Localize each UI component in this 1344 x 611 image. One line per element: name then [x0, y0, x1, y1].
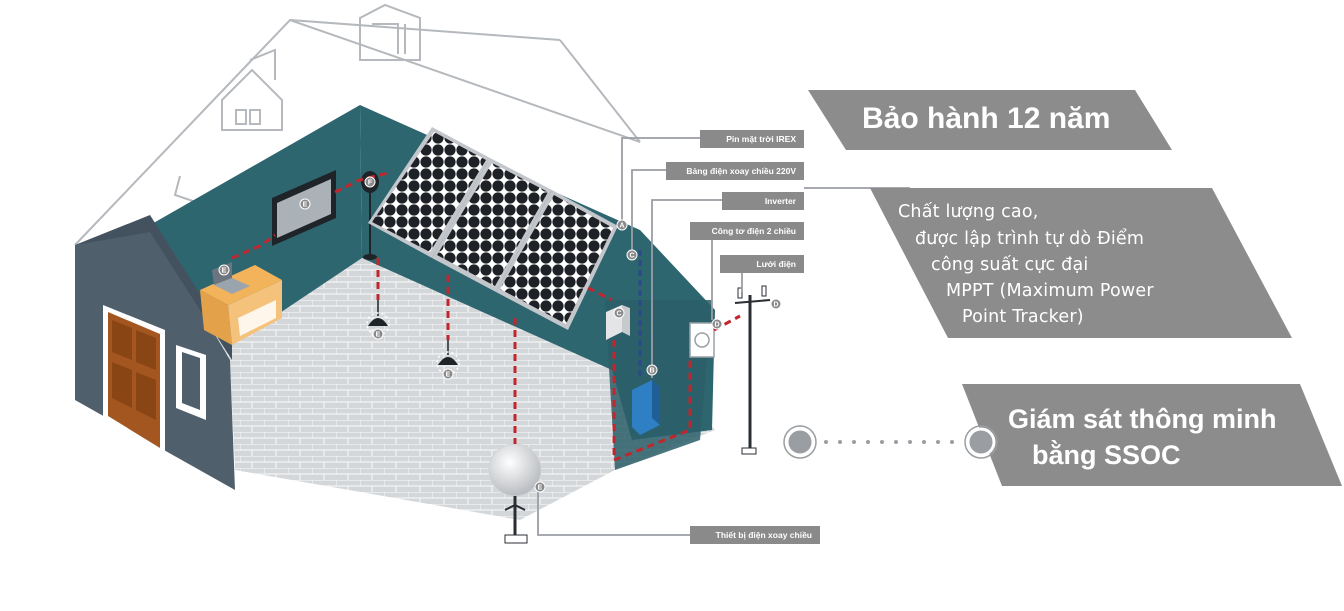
marker-f: F: [364, 176, 376, 188]
red-wiring: [231, 170, 741, 463]
monitoring-dots: [824, 440, 954, 444]
roof-outline: [74, 18, 641, 326]
label-solar-panel: Pin mặt trời IREX: [700, 130, 804, 148]
quality-line-2: được lập trình tự dò Điểm: [915, 229, 1145, 249]
monitoring-line-2: bằng SSOC: [1032, 440, 1181, 470]
hanging-bulb-2: [436, 340, 460, 375]
quality-banner: [870, 188, 1292, 338]
quality-line-4: MPPT (Maximum Power: [946, 281, 1154, 301]
label-grid: Lưới điện: [720, 255, 804, 273]
svg-text:A: A: [619, 223, 624, 230]
hanging-bulb-1: [366, 300, 390, 336]
svg-text:E: E: [303, 202, 308, 209]
back-wall-left: [150, 105, 362, 345]
quality-line-5: Point Tracker): [962, 307, 1084, 327]
quality-line-3: công suất cực đại: [931, 255, 1089, 275]
marker-b: B: [646, 364, 658, 376]
solar-panel-3: [496, 190, 618, 330]
svg-text:D: D: [714, 322, 719, 329]
monitoring-connector: [783, 425, 998, 459]
svg-text:B: B: [649, 368, 654, 375]
quality-line-1: Chất lượng cao,: [898, 202, 1039, 222]
front-door: [103, 305, 165, 455]
inverter-box: [632, 380, 660, 435]
solar-panel-1: [368, 127, 490, 258]
marker-a: A: [616, 219, 628, 231]
svg-text:E: E: [376, 332, 381, 339]
globe-lamp: [488, 443, 542, 544]
right-wall-edge: [605, 300, 712, 470]
svg-text:E: E: [538, 485, 543, 492]
svg-text:D: D: [773, 302, 778, 309]
label-ac-device: Thiết bị điện xoay chiều: [690, 526, 820, 544]
svg-text:E: E: [222, 268, 227, 275]
marker-c: C C: [613, 249, 638, 319]
svg-text:C: C: [629, 253, 634, 260]
label-inverter: Inverter: [722, 192, 804, 210]
warranty-banner: [808, 90, 1172, 150]
solar-panel-2: [432, 158, 552, 292]
grid-pole: [734, 285, 771, 455]
monitoring-line-1: Giám sát thông minh: [1008, 404, 1277, 434]
monitoring-banner: [962, 384, 1342, 486]
label-ac-panel: Bảng điện xoay chiều 220V: [666, 162, 804, 180]
marker-e: E E E E E: [218, 198, 546, 493]
label-meter: Công tơ điện 2 chiều: [690, 222, 804, 240]
meter-box: [689, 322, 715, 358]
front-window: [176, 345, 206, 420]
marker-d: D D: [711, 298, 782, 330]
svg-text:E: E: [446, 372, 451, 379]
warranty-text: Bảo hành 12 năm: [862, 102, 1111, 135]
chimney-outline: [359, 3, 421, 61]
svg-text:C: C: [616, 311, 621, 318]
svg-text:F: F: [368, 180, 373, 187]
